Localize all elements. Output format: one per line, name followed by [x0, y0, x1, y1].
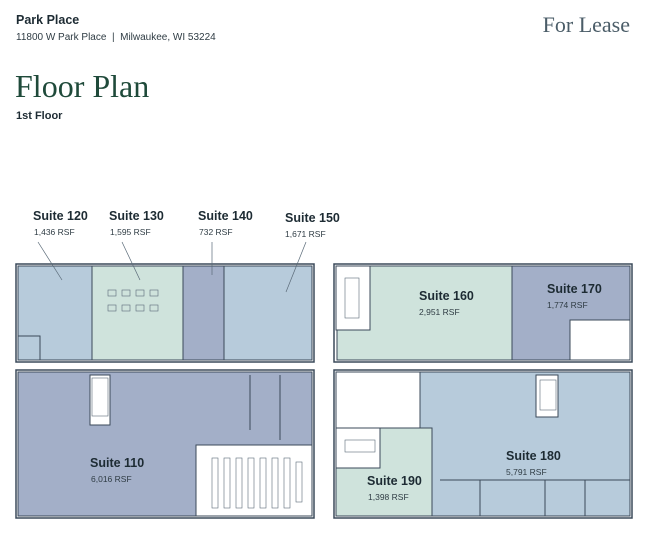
conference-table-190 — [344, 439, 376, 453]
conference-table-160 — [344, 277, 360, 319]
floor-label: 1st Floor — [16, 110, 63, 122]
suite-180-area — [419, 371, 631, 517]
suite-110-rsf: 6,016 RSF — [91, 474, 132, 484]
suite-120-rsf: 1,436 RSF — [34, 227, 75, 237]
suite-130-desks — [107, 289, 159, 312]
suite-180-label[interactable]: Suite 180 — [506, 449, 561, 463]
suite-150-area — [223, 265, 313, 361]
property-name: Park Place — [16, 13, 80, 27]
suite-190-area — [335, 427, 433, 517]
suite-130-label[interactable]: Suite 130 — [109, 209, 164, 223]
suite-190-rsf: 1,398 RSF — [368, 492, 409, 502]
suite-160-rsf: 2,951 RSF — [419, 307, 460, 317]
suite-110-label[interactable]: Suite 110 — [90, 456, 145, 470]
suite-130-area — [91, 265, 184, 361]
suite-130-rsf: 1,595 RSF — [110, 227, 151, 237]
floor-plan — [15, 241, 633, 519]
suite-190-label[interactable]: Suite 190 — [367, 474, 422, 488]
suite-140-area — [182, 265, 225, 361]
suite-150-label[interactable]: Suite 150 — [285, 211, 340, 225]
suite-140-rsf: 732 RSF — [199, 227, 233, 237]
suite-110-seating — [211, 457, 303, 509]
suite-170-rsf: 1,774 RSF — [547, 300, 588, 310]
stairs — [91, 377, 557, 417]
suite-150-rsf: 1,671 RSF — [285, 229, 326, 239]
suite-170-label[interactable]: Suite 170 — [547, 282, 602, 296]
suite-120-label[interactable]: Suite 120 — [33, 209, 88, 223]
page-title: Floor Plan — [15, 68, 150, 104]
suite-160-label[interactable]: Suite 160 — [419, 289, 474, 303]
property-address: 11800 W Park Place | Milwaukee, WI 53224 — [16, 32, 216, 43]
lease-status: For Lease — [542, 12, 630, 37]
suite-140-label[interactable]: Suite 140 — [198, 209, 253, 223]
suite-180-rsf: 5,791 RSF — [506, 467, 547, 477]
